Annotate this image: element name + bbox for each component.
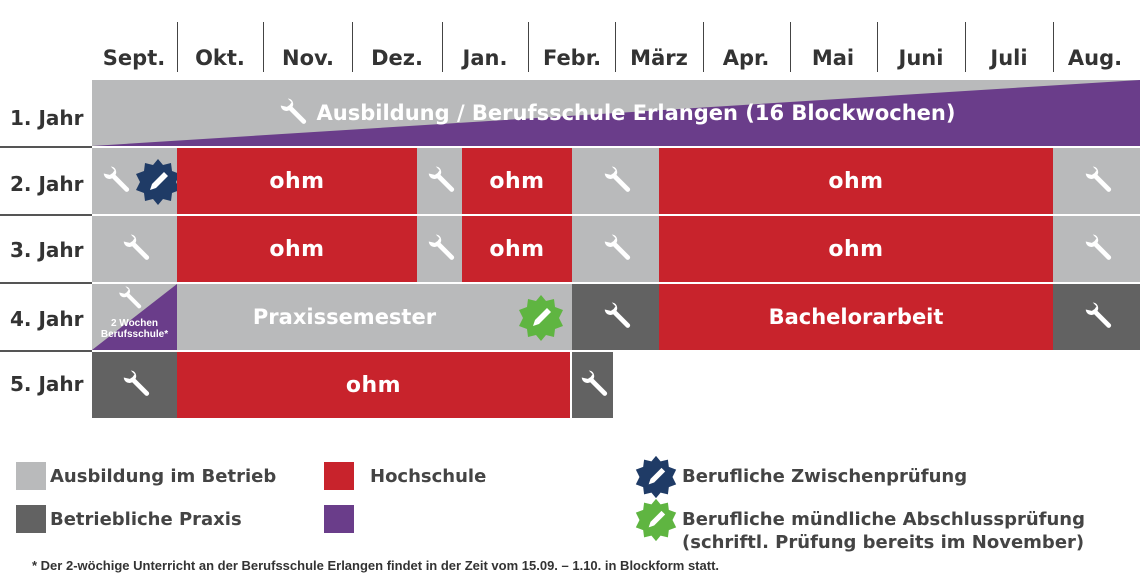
legend-swatch-ausbildung bbox=[16, 462, 46, 490]
wrench-icon bbox=[119, 286, 142, 309]
ohm-logo: ohm bbox=[269, 236, 325, 262]
month-separator bbox=[528, 22, 529, 72]
year2-jan-ausbildung bbox=[417, 148, 462, 214]
month-mai: Mai bbox=[811, 46, 855, 70]
legend-swatch-hochschule bbox=[324, 462, 354, 490]
wrench-icon bbox=[103, 166, 130, 192]
month-separator bbox=[790, 22, 791, 72]
legend-label-hochschule: Hochschule bbox=[370, 466, 487, 487]
year5-hochschule: ohm bbox=[177, 352, 570, 418]
year2-aug-ausbildung bbox=[1053, 148, 1140, 214]
month-febr: Febr. bbox=[542, 46, 602, 70]
year-label-2: 2. Jahr bbox=[10, 172, 84, 196]
row-divider bbox=[0, 282, 92, 284]
abschlusspruefung-badge-icon bbox=[519, 295, 563, 341]
year3-sept-ausbildung bbox=[92, 216, 177, 282]
year3-jan-ausbildung bbox=[417, 216, 462, 282]
berufsschule-note-line1: 2 Wochen bbox=[110, 318, 159, 329]
year5-sept-praxis bbox=[92, 352, 177, 418]
ohm-logo: ohm bbox=[828, 236, 884, 262]
wrench-icon bbox=[604, 302, 630, 328]
month-separator bbox=[965, 22, 966, 72]
year-label-5: 5. Jahr bbox=[10, 372, 84, 396]
year3-aug-ausbildung bbox=[1053, 216, 1140, 282]
year3-maerz-ausbildung bbox=[572, 216, 659, 282]
wrench-icon bbox=[280, 98, 306, 124]
month-separator bbox=[877, 22, 878, 72]
legend-label-zwischenpruefung: Berufliche Zwischenprüfung bbox=[682, 466, 968, 487]
month-nov: Nov. bbox=[282, 46, 334, 70]
year-label-4: 4. Jahr bbox=[10, 307, 84, 331]
wrench-icon bbox=[123, 370, 149, 396]
legend-swatch-praxis bbox=[16, 505, 46, 533]
year-label-3: 3. Jahr bbox=[10, 238, 84, 262]
ohm-logo: ohm bbox=[269, 168, 325, 194]
year4-sept-berufsschule: 2 Wochen Berufsschule* bbox=[92, 284, 177, 350]
year4-bachelorarbeit: Bachelorarbeit bbox=[659, 284, 1053, 350]
year2-hochschule-2: ohm bbox=[462, 148, 572, 214]
year4-maerz-praxis bbox=[572, 284, 659, 350]
year3-hochschule-1: ohm bbox=[177, 216, 417, 282]
wrench-icon bbox=[1085, 166, 1111, 192]
month-juli: Juli bbox=[990, 46, 1028, 70]
year5-maerz-praxis bbox=[572, 352, 613, 418]
legend-label-abschlusspruefung-1: Berufliche mündliche Abschlussprüfung bbox=[682, 509, 1086, 530]
year2-hochschule-3: ohm bbox=[659, 148, 1053, 214]
zwischenpruefung-badge-icon bbox=[136, 159, 180, 205]
wrench-icon bbox=[604, 234, 630, 260]
bachelorarbeit-label: Bachelorarbeit bbox=[768, 305, 944, 329]
month-sept: Sept. bbox=[102, 46, 166, 70]
ohm-logo: ohm bbox=[489, 236, 545, 262]
year3-hochschule-2: ohm bbox=[462, 216, 572, 282]
year3-hochschule-3: ohm bbox=[659, 216, 1053, 282]
legend-label-abschlusspruefung-2: (schriftl. Prüfung bereits im November) bbox=[682, 532, 1085, 553]
row-divider bbox=[0, 214, 92, 216]
month-separator bbox=[1053, 22, 1054, 72]
month-separator bbox=[177, 22, 178, 72]
month-aug: Aug. bbox=[1067, 46, 1123, 70]
legend-label-praxis: Betriebliche Praxis bbox=[50, 509, 242, 530]
year4-praxissemester: Praxissemester bbox=[177, 284, 572, 350]
year-label-1: 1. Jahr bbox=[10, 106, 84, 130]
wrench-icon bbox=[428, 234, 454, 260]
month-separator bbox=[263, 22, 264, 72]
footnote: * Der 2-wöchige Unterricht an der Berufs… bbox=[32, 558, 720, 573]
wrench-icon bbox=[581, 370, 607, 396]
wrench-icon bbox=[1085, 302, 1111, 328]
ohm-logo: ohm bbox=[345, 372, 402, 398]
month-okt: Okt. bbox=[195, 46, 245, 70]
wrench-icon bbox=[1085, 234, 1111, 260]
month-separator bbox=[352, 22, 353, 72]
year2-hochschule-1: ohm bbox=[177, 148, 417, 214]
ohm-logo: ohm bbox=[828, 168, 884, 194]
year1-label: Ausbildung / Berufsschule Erlangen (16 B… bbox=[316, 101, 956, 125]
year1-background bbox=[92, 80, 1140, 146]
legend-zwischenpruefung-icon bbox=[635, 455, 677, 499]
wrench-icon bbox=[604, 166, 630, 192]
ohm-logo: ohm bbox=[489, 168, 545, 194]
berufsschule-note-line2: Berufsschule* bbox=[100, 329, 169, 340]
year4-aug-praxis bbox=[1053, 284, 1140, 350]
month-separator bbox=[615, 22, 616, 72]
wrench-icon bbox=[428, 166, 454, 192]
month-maerz: März bbox=[630, 46, 688, 70]
legend-label-ausbildung: Ausbildung im Betrieb bbox=[50, 466, 277, 487]
row-divider bbox=[0, 350, 92, 352]
month-juni: Juni bbox=[898, 46, 944, 70]
legend-swatch-berufsschule bbox=[324, 505, 354, 533]
month-jan: Jan. bbox=[462, 46, 508, 70]
month-separator bbox=[442, 22, 443, 72]
year4-sept-background bbox=[92, 284, 177, 350]
year1-bar: Ausbildung / Berufsschule Erlangen (16 B… bbox=[92, 80, 1140, 146]
row-divider bbox=[0, 146, 92, 148]
year2-maerz-ausbildung bbox=[572, 148, 659, 214]
month-dez: Dez. bbox=[371, 46, 423, 70]
praxissemester-label: Praxissemester bbox=[252, 305, 437, 329]
month-apr: Apr. bbox=[722, 46, 770, 70]
legend-abschlusspruefung-icon bbox=[635, 498, 677, 542]
wrench-icon bbox=[123, 234, 149, 260]
month-separator bbox=[703, 22, 704, 72]
